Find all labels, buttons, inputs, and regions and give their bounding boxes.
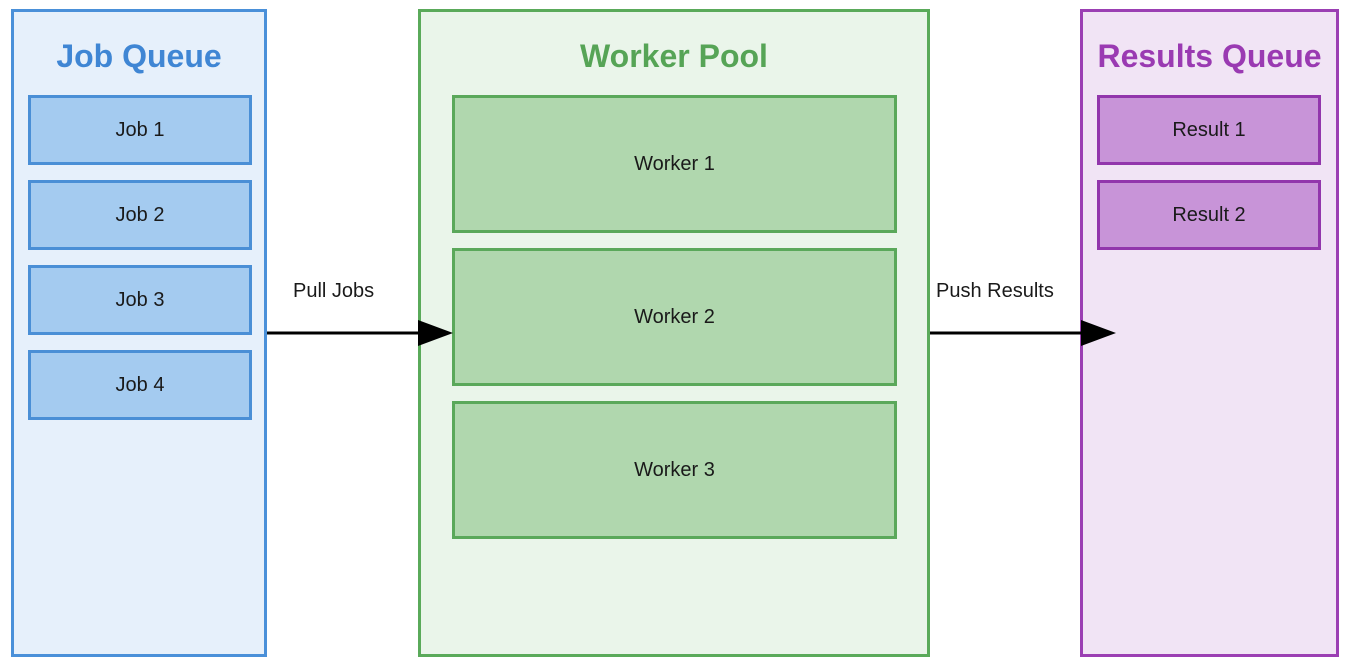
job-queue-panel: Job Queue Job 1 Job 2 Job 3 Job 4 [11,9,267,657]
job-item-2: Job 2 [28,180,252,250]
results-queue-panel: Results Queue Result 1 Result 2 [1080,9,1339,657]
job-item-4: Job 4 [28,350,252,420]
worker-pool-title: Worker Pool [580,38,768,74]
job-item-3: Job 3 [28,265,252,335]
results-queue-title: Results Queue [1097,38,1322,74]
result-item-1: Result 1 [1097,95,1321,165]
push-results-label: Push Results [936,280,1054,302]
worker-pool-panel: Worker Pool Worker 1 Worker 2 Worker 3 [418,9,930,657]
worker-1: Worker 1 [452,95,897,233]
job-queue-title: Job Queue [56,38,222,74]
worker-3: Worker 3 [452,401,897,539]
result-item-2: Result 2 [1097,180,1321,250]
pull-jobs-label: Pull Jobs [293,280,375,302]
worker-2: Worker 2 [452,248,897,386]
job-item-1: Job 1 [28,95,252,165]
